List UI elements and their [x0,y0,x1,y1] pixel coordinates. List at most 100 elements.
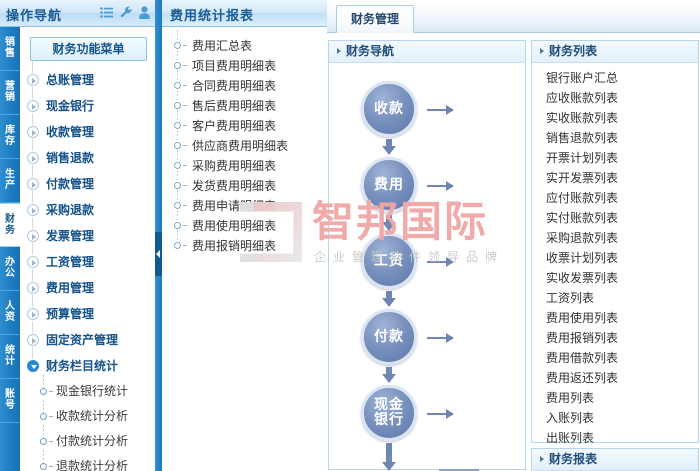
panel-divider[interactable] [155,0,162,471]
report-tree-item[interactable]: 供应商费用明细表 [162,130,327,156]
menu-sub-item[interactable]: 收款统计分析 [20,400,155,429]
finance-list-item[interactable]: 实收发票列表 [546,271,619,285]
finance-list-item[interactable]: 应收账款列表 [546,91,619,105]
module-tab-3[interactable]: 生产 [0,159,20,203]
left-panel-header: 操作导航 [0,0,156,27]
module-tab-2[interactable]: 库存 [0,115,20,159]
tree-connector [183,145,187,146]
finance-list-item[interactable]: 费用使用列表 [546,311,619,325]
flow-right-arrow-icon [427,257,454,267]
finance-list-item[interactable]: 采购退款列表 [546,231,619,245]
finance-list-item[interactable]: 销售退款列表 [546,131,619,145]
tree-connector [183,125,187,126]
finance-list-item[interactable]: 实付账款列表 [546,211,619,225]
report-tree-item[interactable]: 费用报销明细表 [162,230,327,256]
operation-navigation-panel: 操作导航 销售营销库存生产财务办公人资统计账号 财务功 [0,0,156,471]
menu-sub-item[interactable]: 退款统计分析 [20,450,155,471]
module-tab-8[interactable]: 账号 [0,379,20,423]
wrench-icon[interactable] [120,6,132,19]
mid-panel-title: 费用统计报表 [170,9,255,24]
menu-item[interactable]: 发票管理 [20,217,155,249]
finance-list-item[interactable]: 应付账款列表 [546,191,619,205]
menu-item[interactable]: 付款管理 [20,165,155,197]
module-tab-7[interactable]: 统计 [0,335,20,379]
tab-finance-management[interactable]: 财务管理 [336,5,414,33]
menu-sub-item-label: 现金银行统计 [56,384,129,398]
report-tree-item[interactable]: 费用申请明细表 [162,190,327,216]
report-tree-item-label: 费用申请明细表 [192,199,277,213]
expand-icon [27,282,39,294]
flow-node-label-2: 银行 [374,412,404,428]
report-tree-item[interactable]: 项目费用明细表 [162,50,327,76]
module-tab-5[interactable]: 办公 [0,247,20,291]
user-icon[interactable] [139,6,150,19]
menu-item[interactable]: 收款管理 [20,113,155,145]
menu-item[interactable]: 工资管理 [20,243,155,275]
module-tab-1[interactable]: 营销 [0,71,20,115]
expense-report-list: 费用汇总表项目费用明细表合同费用明细表售后费用明细表客户费用明细表供应商费用明细… [162,28,327,471]
finance-menu-button[interactable]: 财务功能菜单 [30,37,147,61]
tree-node-icon [40,413,47,420]
menu-item-label: 采购退款 [46,203,95,217]
finance-list-item[interactable]: 银行账户汇总 [546,71,619,85]
tree-node-icon [174,162,181,169]
menu-item[interactable]: 费用管理 [20,269,155,301]
menu-sub-item[interactable]: 付款统计分析 [20,425,155,454]
menu-item[interactable]: 销售退款 [20,139,155,171]
finance-list-item[interactable]: 费用返还列表 [546,371,619,385]
menu-item[interactable]: 总账管理 [20,61,155,93]
collapse-left-arrow-icon[interactable] [155,232,162,276]
finance-list-item[interactable]: 费用借款列表 [546,351,619,365]
report-tree-item[interactable]: 售后费用明细表 [162,90,327,116]
module-tab-rail: 销售营销库存生产财务办公人资统计账号 [0,27,20,471]
menu-item-label: 发票管理 [46,229,95,243]
report-tree-item[interactable]: 客户费用明细表 [162,110,327,136]
flow-node-3[interactable]: 付款 [361,309,417,365]
tree-node-icon [40,438,47,445]
module-tab-label: 公 [5,268,15,279]
flow-down-arrow-icon [382,215,396,231]
finance-list-item[interactable]: 实收账款列表 [546,111,619,125]
finance-list-item[interactable]: 费用报销列表 [546,331,619,345]
report-tree-item[interactable]: 合同费用明细表 [162,70,327,96]
finance-list-item[interactable]: 工资列表 [546,291,595,305]
expand-icon [27,74,39,86]
flow-node-4[interactable]: 现金银行 [361,385,417,441]
menu-item[interactable]: 预算管理 [20,295,155,327]
flow-node-2[interactable]: 工资 [361,233,417,289]
menu-item[interactable]: 采购退款 [20,191,155,223]
module-tab-6[interactable]: 人资 [0,291,20,335]
list-icon[interactable] [100,6,113,19]
module-tab-label: 办 [5,257,15,268]
flow-node-0[interactable]: 收款 [361,81,417,137]
tree-node-icon [174,102,181,109]
finance-list-items: 银行账户汇总应收账款列表实收账款列表销售退款列表开票计划列表实开发票列表应付账款… [532,63,698,468]
finance-list-item[interactable]: 费用列表 [546,391,595,405]
expand-icon [27,256,39,268]
finance-list-item[interactable]: 入账列表 [546,411,595,425]
module-tab-4[interactable]: 财务 [0,203,20,247]
flow-node-label: 费用 [374,176,404,193]
flow-node-1[interactable]: 费用 [361,157,417,213]
menu-item[interactable]: 现金银行 [20,87,155,119]
finance-list-item[interactable]: 开票计划列表 [546,151,619,165]
finance-list-item[interactable]: 实开发票列表 [546,171,619,185]
report-tree-item[interactable]: 采购费用明细表 [162,150,327,176]
finance-report-header[interactable]: 财务报表 [532,449,698,471]
menu-sub-item-label: 付款统计分析 [56,434,129,448]
menu-item[interactable]: 固定资产管理 [20,321,155,353]
report-tree-item[interactable]: 发货费用明细表 [162,170,327,196]
report-tree-item[interactable]: 费用使用明细表 [162,210,327,236]
finance-list-box: 财务列表 银行账户汇总应收账款列表实收账款列表销售退款列表开票计划列表实开发票列… [531,40,699,465]
finance-list-item[interactable]: 收票计划列表 [546,251,619,265]
finance-list-item[interactable]: 出账列表 [546,431,595,445]
finance-navigation-header[interactable]: 财务导航 [329,41,525,63]
module-tab-0[interactable]: 销售 [0,27,20,71]
menu-sub-item[interactable]: 现金银行统计 [20,375,155,404]
tree-node-icon [174,122,181,129]
report-tree-item[interactable]: 费用汇总表 [162,30,327,56]
menu-item[interactable]: 财务栏目统计 [20,347,155,379]
finance-list-header[interactable]: 财务列表 [532,41,698,63]
tree-connector [32,217,33,229]
